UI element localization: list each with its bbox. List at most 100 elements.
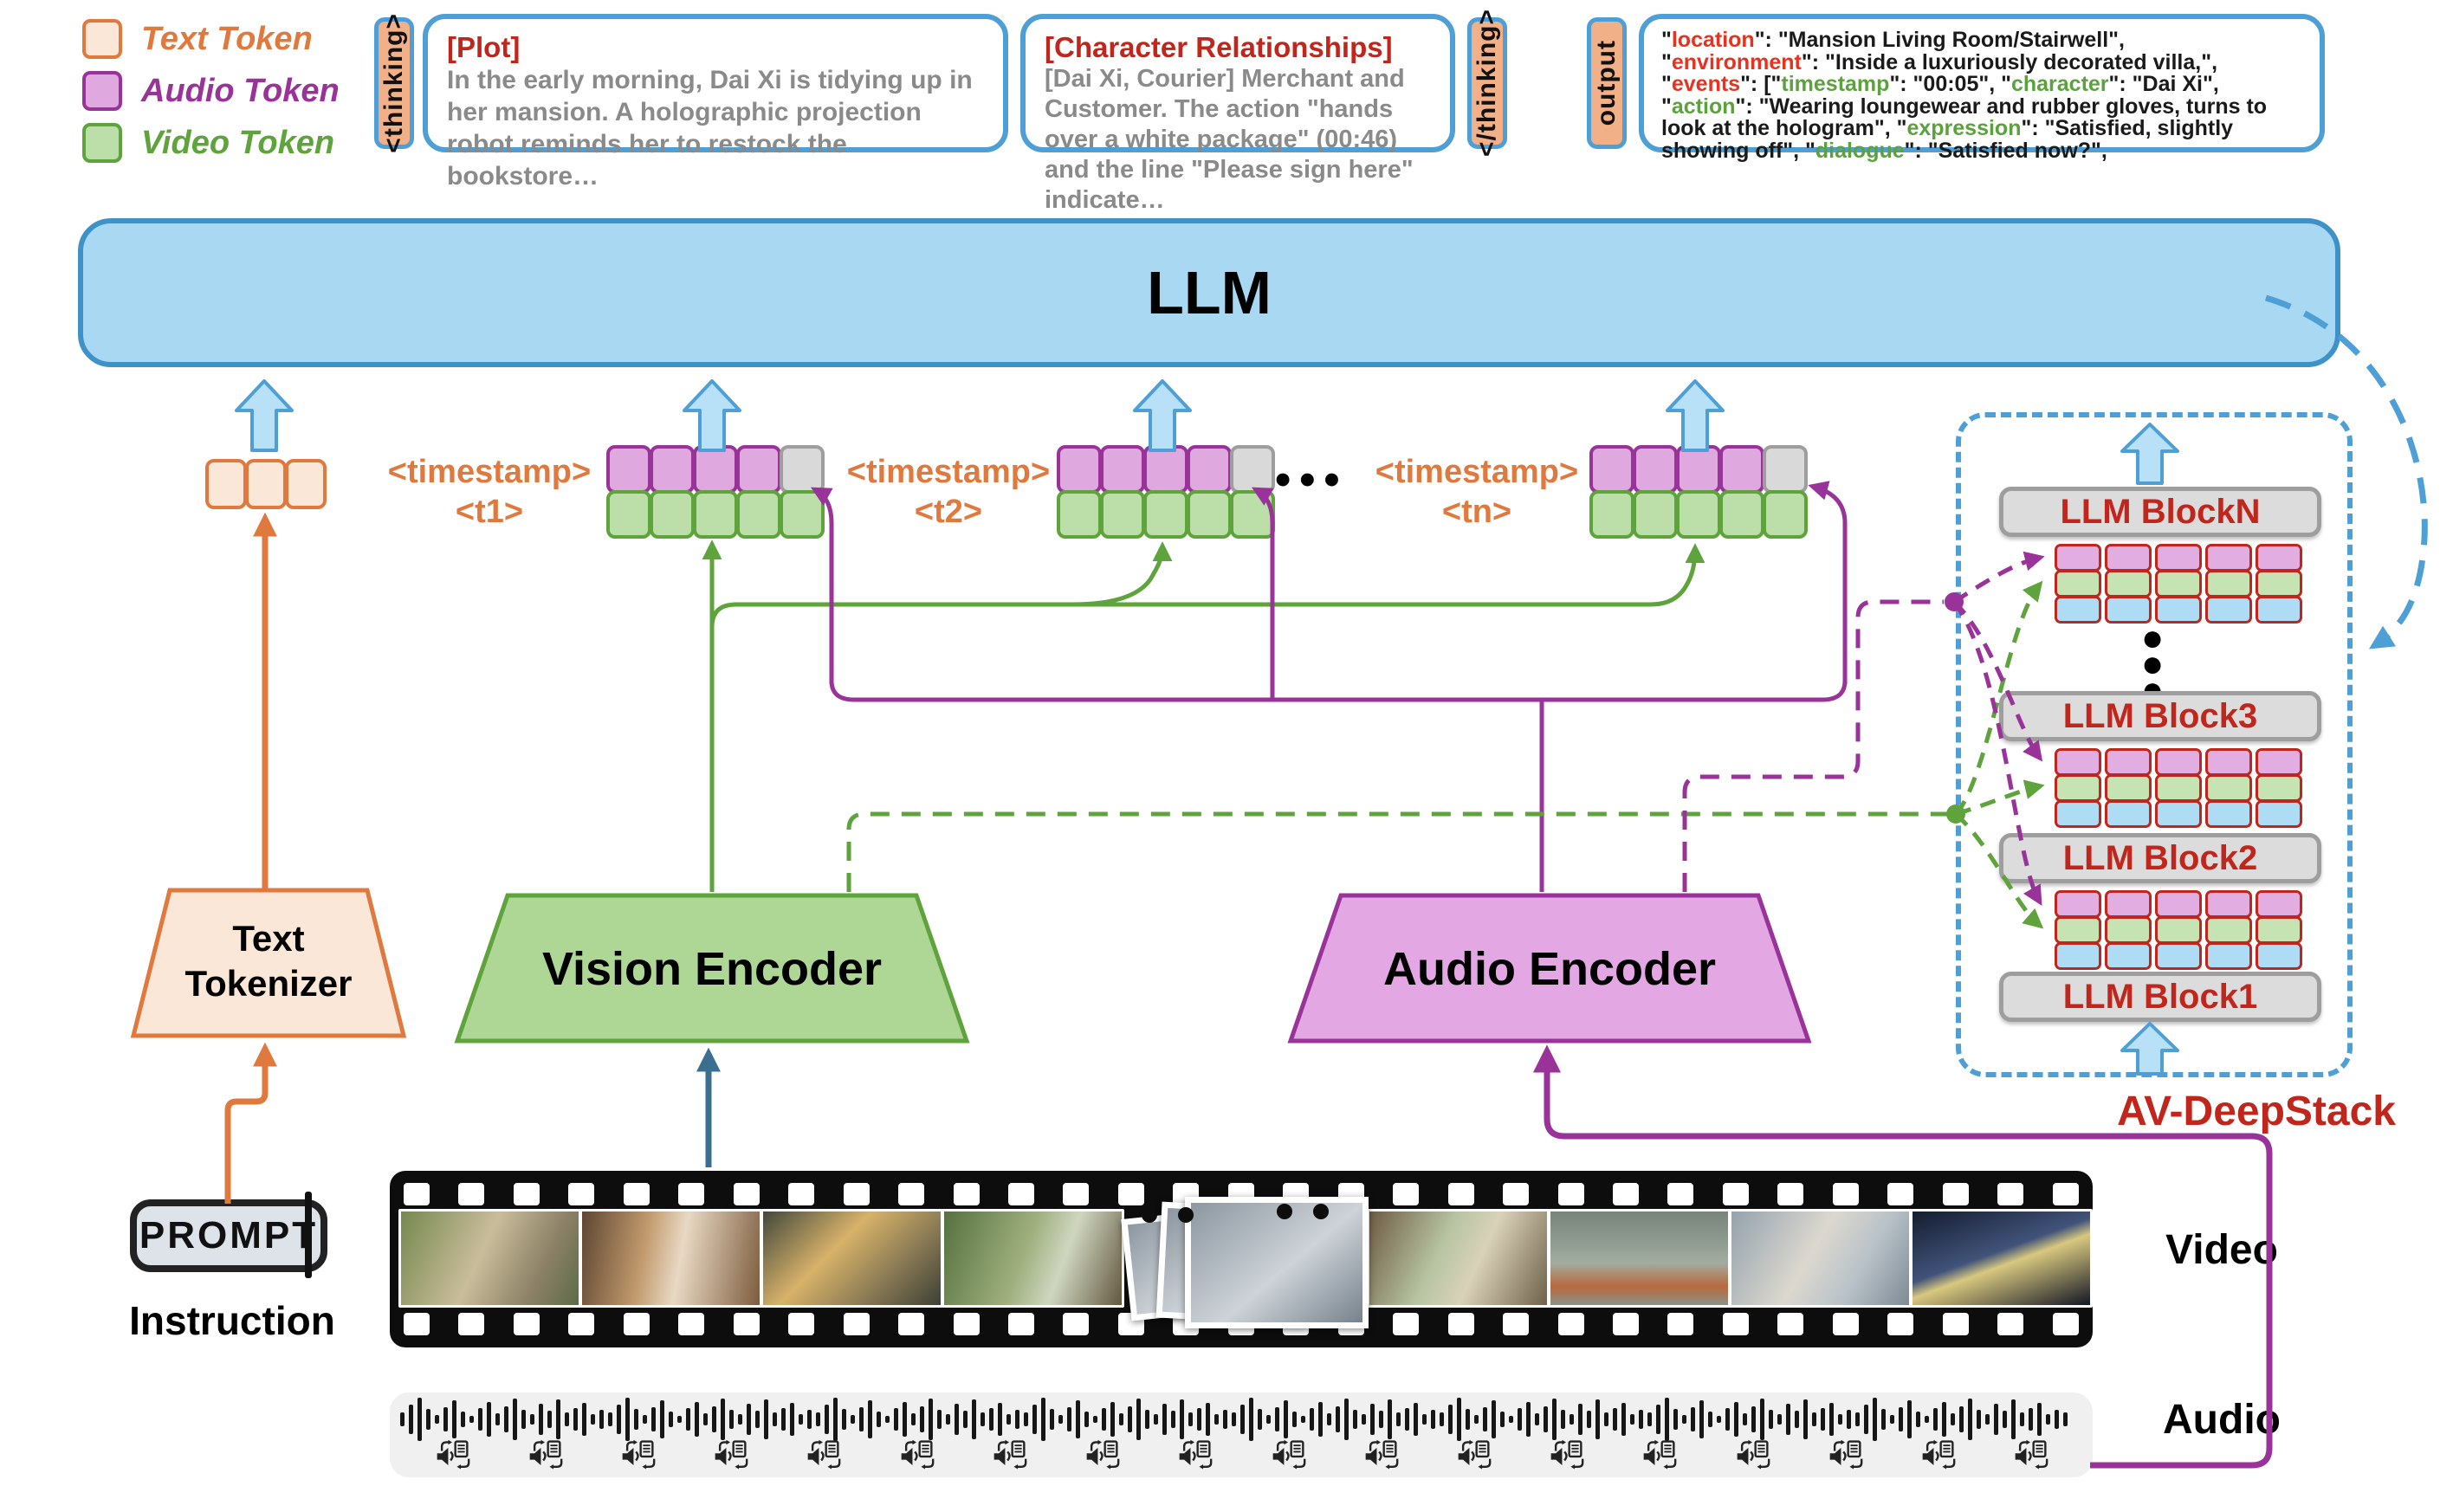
llm-stack-cell bbox=[2105, 596, 2152, 624]
prompt-cursor bbox=[305, 1192, 312, 1278]
video-stack-cell bbox=[2105, 570, 2152, 598]
waveform-bar bbox=[1275, 1407, 1279, 1431]
speech-to-text-icon bbox=[1365, 1439, 1399, 1470]
waveform-bar bbox=[1795, 1411, 1799, 1428]
llm-stack-cell bbox=[2155, 596, 2202, 624]
waveform-bar bbox=[634, 1409, 638, 1430]
waveform-bar bbox=[1336, 1406, 1340, 1432]
waveform-bar bbox=[487, 1402, 491, 1437]
llm-stack-cell bbox=[2155, 942, 2202, 970]
waveform-bar bbox=[911, 1413, 916, 1425]
waveform-bar bbox=[920, 1406, 924, 1432]
video-stack-cell bbox=[2055, 916, 2101, 944]
vision-encoder-shape bbox=[454, 893, 970, 1044]
llm-stack-cell bbox=[2205, 800, 2252, 828]
waveform-bar bbox=[1214, 1414, 1219, 1425]
av-deepstack-title: AV-DeepStack bbox=[2117, 1089, 2396, 1134]
sprocket-hole bbox=[1667, 1313, 1694, 1335]
waveform-bar bbox=[1006, 1414, 1011, 1425]
speech-to-text-icon bbox=[1086, 1439, 1120, 1470]
waveform-bar bbox=[686, 1408, 690, 1431]
sprocket-hole bbox=[568, 1183, 595, 1205]
waveform-bar bbox=[712, 1406, 716, 1432]
waveform-bar bbox=[1647, 1412, 1652, 1426]
sprocket-hole bbox=[1612, 1183, 1639, 1205]
character-relationships-box: [Character Relationships] [Dai Xi, Couri… bbox=[1020, 14, 1455, 214]
sprocket-hole bbox=[1557, 1313, 1584, 1335]
llm-block-n: LLM BlockN bbox=[1999, 487, 2321, 537]
waveform-bar bbox=[1353, 1410, 1357, 1429]
waveform-bar bbox=[573, 1408, 578, 1431]
text-tokenizer-line2: Tokenizer bbox=[184, 963, 353, 1004]
video-stack-cell bbox=[2155, 570, 2202, 598]
waveform-bar bbox=[955, 1404, 959, 1435]
speech-to-text-icon bbox=[2012, 1438, 2048, 1477]
audio-token bbox=[1100, 445, 1145, 494]
waveform-bar bbox=[799, 1414, 803, 1425]
audio-token bbox=[1143, 445, 1188, 494]
timestamp-index: <t1> bbox=[455, 494, 524, 530]
audio-stack-cell bbox=[2055, 544, 2101, 572]
audio-token bbox=[1676, 445, 1721, 494]
waveform-bar bbox=[2063, 1412, 2068, 1426]
plot-title: [Plot] bbox=[447, 31, 521, 63]
audio-stack-cell bbox=[2105, 890, 2152, 918]
waveform-bar bbox=[1743, 1413, 1747, 1425]
waveform-bar bbox=[1725, 1408, 1730, 1431]
waveform-bar bbox=[1466, 1409, 1470, 1430]
waveform-bar bbox=[1292, 1412, 1297, 1427]
audio-stack-cell bbox=[2105, 544, 2152, 572]
llm-block-label: LLM BlockN bbox=[2060, 492, 2261, 531]
waveform-bar bbox=[1301, 1416, 1305, 1423]
llm-block-3: LLM Block3 bbox=[1999, 691, 2321, 741]
audio-stack-cell bbox=[2205, 544, 2252, 572]
prompt-text: PROMPT bbox=[139, 1214, 319, 1257]
video-token bbox=[1719, 490, 1764, 539]
timestamp-word: <timestamp> bbox=[846, 454, 1051, 490]
waveform-bar bbox=[1518, 1408, 1522, 1431]
waveform-bar bbox=[1933, 1408, 1938, 1431]
sprocket-hole bbox=[898, 1313, 925, 1335]
waveform-bar bbox=[1578, 1404, 1582, 1435]
output-label: output bbox=[1592, 40, 1621, 126]
waveform-bar bbox=[1994, 1404, 1998, 1435]
sprocket-hole bbox=[953, 1313, 980, 1335]
waveform-bar bbox=[807, 1410, 812, 1429]
legend-item-audio: Audio Token bbox=[82, 71, 340, 111]
waveform-bar bbox=[894, 1408, 898, 1431]
sprocket-hole bbox=[1063, 1313, 1090, 1335]
legend: Text Token Audio Token Video Token bbox=[82, 19, 340, 163]
waveform-bar bbox=[816, 1412, 820, 1426]
waveform-bar bbox=[703, 1413, 708, 1425]
waveform-bar bbox=[1708, 1412, 1712, 1427]
waveform-bar bbox=[1509, 1416, 1513, 1423]
placeholder-token bbox=[780, 445, 825, 494]
waveform-bar bbox=[1483, 1407, 1487, 1431]
sprocket-hole bbox=[1887, 1313, 1914, 1335]
waveform-bar bbox=[937, 1410, 942, 1429]
video-stack-cell bbox=[2105, 916, 2152, 944]
waveform-bar bbox=[1180, 1399, 1184, 1439]
audio-token bbox=[1057, 445, 1102, 494]
prompt-badge: PROMPT bbox=[130, 1199, 327, 1272]
waveform-bar bbox=[1890, 1415, 1894, 1424]
waveform-bar bbox=[547, 1411, 552, 1428]
waveform-bar bbox=[1310, 1408, 1314, 1431]
waveform-bar bbox=[1621, 1403, 1626, 1436]
waveform-bar bbox=[1916, 1412, 1920, 1427]
video-token bbox=[650, 490, 695, 539]
waveform-bar bbox=[755, 1411, 760, 1428]
waveform-bar bbox=[1500, 1412, 1505, 1427]
sprocket-hole bbox=[843, 1183, 870, 1205]
waveform-bar bbox=[513, 1399, 517, 1440]
audio-stack-cell bbox=[2155, 748, 2202, 776]
video-stack-cell bbox=[2256, 774, 2302, 802]
json-output-box: "location": "Mansion Living Room/Stairwe… bbox=[1639, 14, 2325, 161]
audio-stack-cell bbox=[2105, 748, 2152, 776]
sprocket-hole bbox=[1503, 1313, 1530, 1335]
waveform-bar bbox=[1855, 1412, 1860, 1426]
waveform-bar bbox=[972, 1399, 976, 1439]
speech-to-text-icon bbox=[1176, 1438, 1213, 1477]
speech-to-text-icon bbox=[715, 1439, 748, 1470]
waveform-bar bbox=[591, 1414, 595, 1425]
